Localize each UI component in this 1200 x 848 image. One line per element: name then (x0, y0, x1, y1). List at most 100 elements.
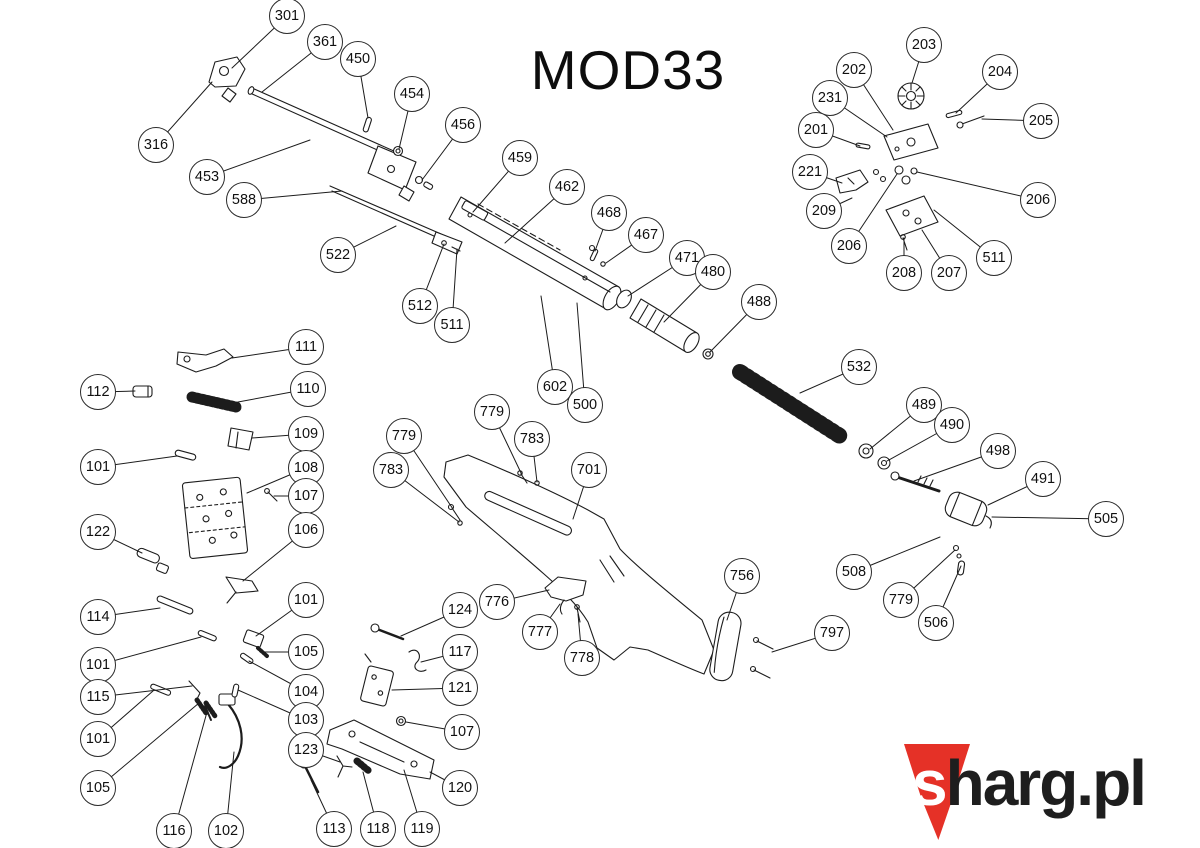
part-balloon-112: 112 (80, 374, 116, 410)
part-balloon-202: 202 (836, 52, 872, 88)
part-balloon-756: 756 (724, 558, 760, 594)
part-balloon-116: 116 (156, 813, 192, 848)
part-balloon-121: 121 (442, 670, 478, 706)
part-balloon-123: 123 (288, 732, 324, 768)
part-balloon-107: 107 (444, 714, 480, 750)
part-balloon-113: 113 (316, 811, 352, 847)
leader-line-206 (916, 171, 1039, 201)
part-balloon-201: 201 (798, 112, 834, 148)
part-balloon-701: 701 (571, 452, 607, 488)
part-balloon-783: 783 (373, 452, 409, 488)
part-balloon-203: 203 (906, 27, 942, 63)
part-balloon-783: 783 (514, 421, 550, 457)
page-title: MOD33 (530, 39, 726, 101)
part-balloon-500: 500 (567, 387, 603, 423)
part-balloon-511: 511 (434, 307, 470, 343)
part-balloon-489: 489 (906, 387, 942, 423)
part-balloon-462: 462 (549, 169, 585, 205)
logo-letter-s: s (912, 747, 948, 819)
part-balloon-105: 105 (80, 770, 116, 806)
butt-pad-drawing (709, 611, 774, 682)
part-balloon-522: 522 (320, 237, 356, 273)
rear-cap-drawing (944, 491, 992, 576)
mainspring-drawing (732, 364, 848, 444)
part-balloon-316: 316 (138, 127, 174, 163)
part-balloon-797: 797 (814, 615, 850, 651)
leader-line-505 (991, 516, 1107, 520)
part-balloon-103: 103 (288, 702, 324, 738)
part-balloon-779: 779 (474, 394, 510, 430)
part-balloon-588: 588 (226, 182, 262, 218)
part-balloon-532: 532 (841, 349, 877, 385)
part-balloon-208: 208 (886, 255, 922, 291)
leader-line-116 (173, 711, 208, 832)
part-balloon-101: 101 (288, 582, 324, 618)
part-balloon-471: 471 (669, 240, 705, 276)
part-balloon-453: 453 (189, 159, 225, 195)
part-balloon-511: 511 (976, 240, 1012, 276)
part-balloon-779: 779 (883, 582, 919, 618)
rear-sight-drawing (835, 82, 985, 251)
part-balloon-124: 124 (442, 592, 478, 628)
part-balloon-207: 207 (931, 255, 967, 291)
part-balloon-117: 117 (442, 634, 478, 670)
part-balloon-205: 205 (1023, 103, 1059, 139)
barrel-drawing (247, 86, 434, 202)
part-balloon-361: 361 (307, 24, 343, 60)
part-balloon-602: 602 (537, 369, 573, 405)
stock-drawing (443, 454, 715, 675)
trigger-assembly-drawing (204, 623, 435, 794)
safety-and-plate-drawing (132, 348, 278, 719)
part-balloon-109: 109 (288, 416, 324, 452)
part-balloon-118: 118 (360, 811, 396, 847)
part-balloon-221: 221 (792, 154, 828, 190)
part-balloon-107: 107 (288, 478, 324, 514)
part-balloon-209: 209 (806, 193, 842, 229)
part-balloon-777: 777 (522, 614, 558, 650)
part-balloon-506: 506 (918, 605, 954, 641)
part-balloon-231: 231 (812, 80, 848, 116)
part-balloon-110: 110 (290, 371, 326, 407)
logo-text-rest: harg.pl (945, 747, 1147, 819)
part-balloon-111: 111 (288, 329, 324, 365)
part-balloon-106: 106 (288, 512, 324, 548)
part-balloon-101: 101 (80, 647, 116, 683)
part-balloon-120: 120 (442, 770, 478, 806)
receiver-tube-drawing (448, 196, 622, 311)
part-balloon-508: 508 (836, 554, 872, 590)
leader-line-105 (97, 702, 200, 789)
part-balloon-490: 490 (934, 407, 970, 443)
part-balloon-488: 488 (741, 284, 777, 320)
part-balloon-122: 122 (80, 514, 116, 550)
part-balloon-101: 101 (80, 721, 116, 757)
part-balloon-776: 776 (479, 584, 515, 620)
part-balloon-459: 459 (502, 140, 538, 176)
part-balloon-114: 114 (80, 599, 116, 635)
part-balloon-105: 105 (288, 634, 324, 670)
part-balloon-491: 491 (1025, 461, 1061, 497)
part-balloon-467: 467 (628, 217, 664, 253)
part-balloon-454: 454 (394, 76, 430, 112)
part-balloon-102: 102 (208, 813, 244, 848)
part-balloon-101: 101 (80, 449, 116, 485)
part-balloon-498: 498 (980, 433, 1016, 469)
part-balloon-456: 456 (445, 107, 481, 143)
part-balloon-204: 204 (982, 54, 1018, 90)
part-balloon-512: 512 (402, 288, 438, 324)
sharg-logo: sharg.pl (898, 736, 1200, 844)
part-balloon-119: 119 (404, 811, 440, 847)
piston-washers-drawing (858, 443, 941, 493)
part-balloon-206: 206 (831, 228, 867, 264)
cocking-rod-drawing (329, 185, 463, 255)
sharg-logo-text: sharg.pl (912, 746, 1147, 820)
end-cap-drawing (616, 289, 714, 360)
part-balloon-206: 206 (1020, 182, 1056, 218)
part-balloon-779: 779 (386, 418, 422, 454)
part-balloon-450: 450 (340, 41, 376, 77)
part-balloon-505: 505 (1088, 501, 1124, 537)
front-sight-drawing (208, 56, 246, 103)
part-balloon-115: 115 (80, 679, 116, 715)
part-balloon-301: 301 (269, 0, 305, 34)
